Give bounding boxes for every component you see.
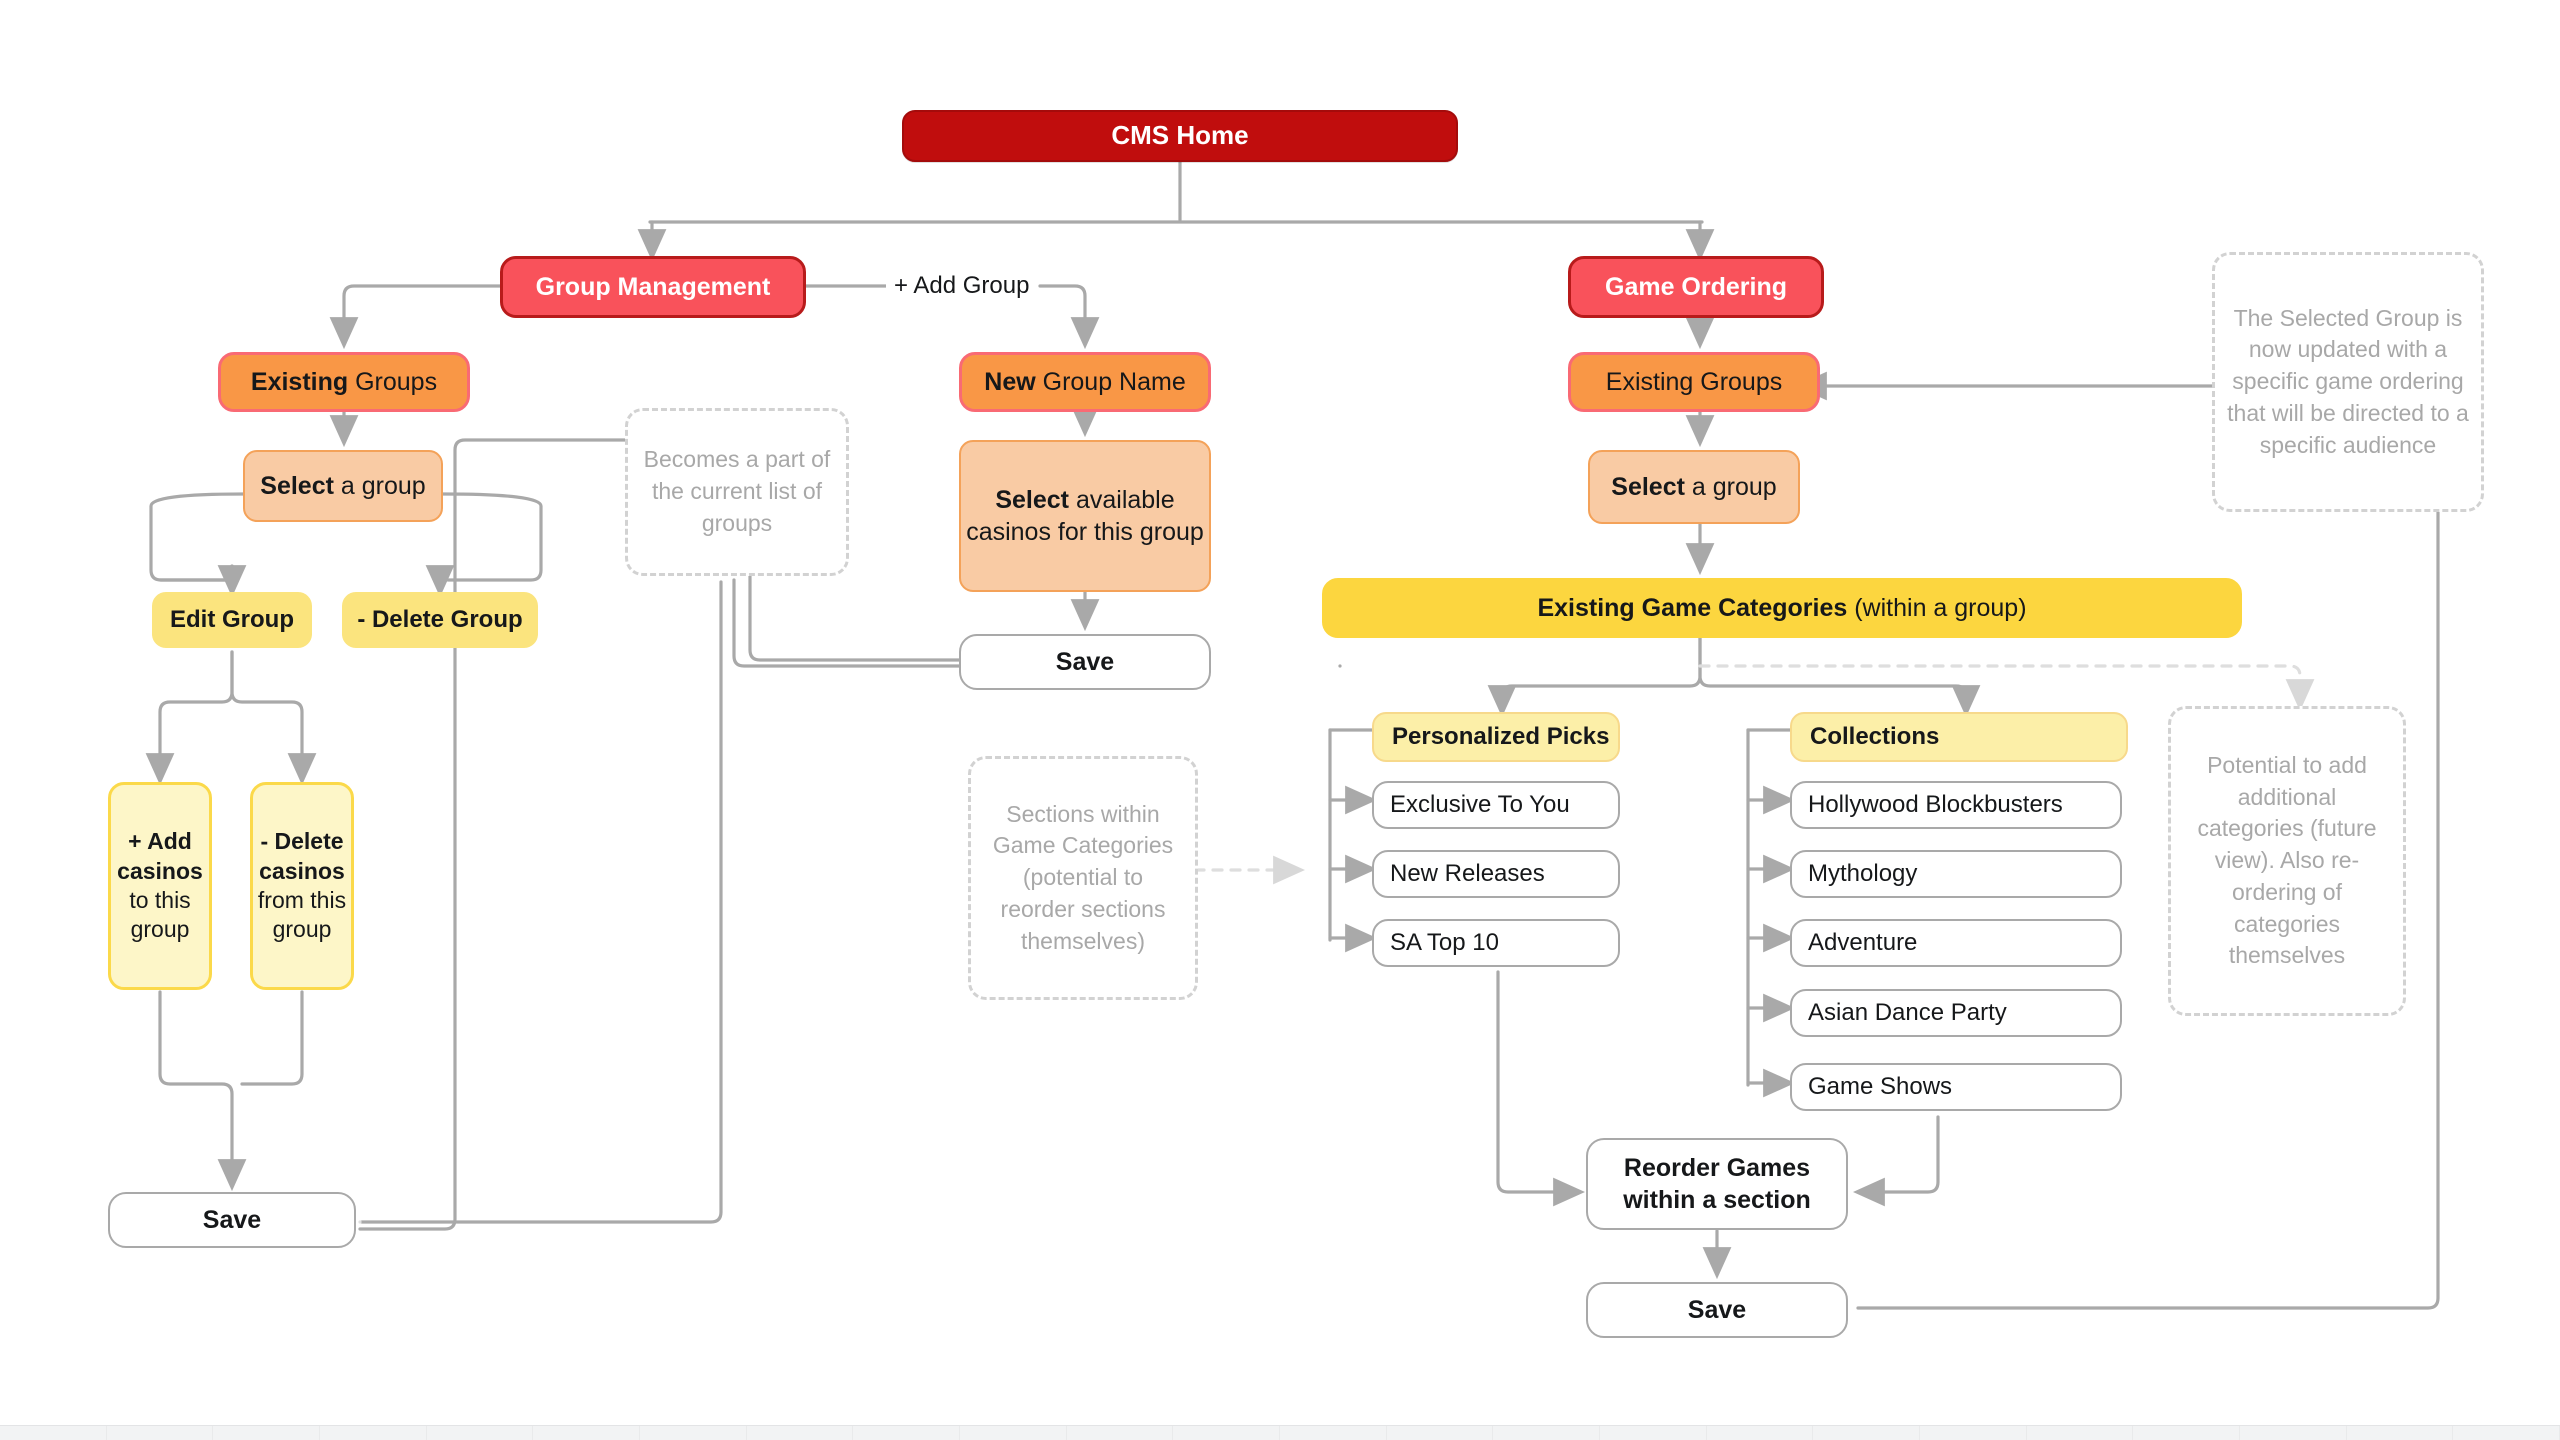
bottom-bar-segment bbox=[2027, 1426, 2134, 1440]
node-category-personalized-picks-label: Personalized Picks bbox=[1392, 722, 1610, 750]
node-save-new-group-label: Save bbox=[1055, 648, 1115, 676]
node-delete-group[interactable]: - Delete Group bbox=[342, 592, 538, 648]
bottom-bar-segment bbox=[1920, 1426, 2027, 1440]
note-sections-within-game-categories: Sections within Game Categories (potenti… bbox=[968, 756, 1198, 1000]
bottom-bar-segment bbox=[1387, 1426, 1494, 1440]
note-potential-additional-categories: Potential to add additional categories (… bbox=[2168, 706, 2406, 1016]
bottom-bar-segment bbox=[1813, 1426, 1921, 1440]
node-add-casinos[interactable]: + Add casinos to this group bbox=[108, 782, 212, 990]
node-save-new-group[interactable]: Save bbox=[959, 634, 1211, 690]
node-select-a-group-gm[interactable]: Select a group bbox=[243, 450, 443, 522]
node-delete-casinos-label: - Delete casinos from this group bbox=[257, 828, 347, 943]
note-sections-within-game-categories-text: Sections within Game Categories (potenti… bbox=[992, 800, 1174, 954]
node-section-adventure[interactable]: Adventure bbox=[1790, 919, 2122, 967]
node-section-adventure-label: Adventure bbox=[1808, 928, 1918, 956]
node-add-casinos-label: + Add casinos to this group bbox=[117, 828, 203, 943]
node-existing-game-categories[interactable]: Existing Game Categories (within a group… bbox=[1322, 578, 2242, 638]
node-delete-casinos[interactable]: - Delete casinos from this group bbox=[250, 782, 354, 990]
node-select-available-casinos[interactable]: Select available casinos for this group bbox=[959, 440, 1211, 592]
bottom-bar-segment bbox=[1173, 1426, 1281, 1440]
node-delete-group-label: - Delete Group bbox=[357, 605, 523, 633]
bottom-bar-segment bbox=[427, 1426, 534, 1440]
node-section-hollywood-blockbusters[interactable]: Hollywood Blockbusters bbox=[1790, 781, 2122, 829]
node-category-collections-label: Collections bbox=[1810, 722, 1940, 750]
bottom-bar-segment bbox=[1280, 1426, 1387, 1440]
node-section-game-shows-label: Game Shows bbox=[1808, 1072, 1953, 1100]
node-save-group-management[interactable]: Save bbox=[108, 1192, 356, 1248]
node-reorder-games[interactable]: Reorder Games within a section bbox=[1586, 1138, 1848, 1230]
bottom-bar-segment bbox=[213, 1426, 321, 1440]
bottom-bar-segment bbox=[2240, 1426, 2347, 1440]
node-existing-groups-go-label: Existing Groups bbox=[1605, 368, 1783, 396]
bottom-bar-segment bbox=[1493, 1426, 1601, 1440]
node-existing-groups-go[interactable]: Existing Groups bbox=[1568, 352, 1820, 412]
node-section-exclusive-to-you-label: Exclusive To You bbox=[1390, 790, 1570, 818]
note-becomes-part-of-groups: Becomes a part of the current list of gr… bbox=[625, 408, 849, 576]
bottom-bar-segment bbox=[2133, 1426, 2241, 1440]
node-category-personalized-picks[interactable]: Personalized Picks bbox=[1372, 712, 1620, 762]
node-section-game-shows[interactable]: Game Shows bbox=[1790, 1063, 2122, 1111]
bottom-bar-segment bbox=[320, 1426, 427, 1440]
node-existing-game-categories-label: Existing Game Categories (within a group… bbox=[1537, 594, 2027, 622]
node-select-a-group-go[interactable]: Select a group bbox=[1588, 450, 1800, 524]
bottom-bar-segment bbox=[853, 1426, 961, 1440]
edge-label-add-group: + Add Group bbox=[886, 272, 1038, 300]
node-existing-groups-gm[interactable]: Existing Groups bbox=[218, 352, 470, 412]
node-section-asian-dance-party[interactable]: Asian Dance Party bbox=[1790, 989, 2122, 1037]
node-section-sa-top-10-label: SA Top 10 bbox=[1390, 928, 1499, 956]
node-edit-group-label: Edit Group bbox=[170, 605, 294, 633]
node-select-available-casinos-label: Select available casinos for this group bbox=[966, 486, 1204, 546]
note-potential-additional-categories-text: Potential to add additional categories (… bbox=[2197, 751, 2377, 969]
note-becomes-part-of-groups-text: Becomes a part of the current list of gr… bbox=[643, 446, 831, 536]
node-existing-groups-gm-label: Existing Groups bbox=[250, 368, 438, 396]
bottom-bar-segment bbox=[960, 1426, 1067, 1440]
node-new-group-name-label: New Group Name bbox=[984, 368, 1186, 396]
node-section-new-releases-label: New Releases bbox=[1390, 859, 1545, 887]
bottom-bar-segment bbox=[2453, 1426, 2560, 1440]
node-game-ordering-label: Game Ordering bbox=[1605, 273, 1787, 301]
node-cms-home-label: CMS Home bbox=[1111, 120, 1249, 151]
node-group-management-label: Group Management bbox=[535, 273, 771, 301]
node-section-exclusive-to-you[interactable]: Exclusive To You bbox=[1372, 781, 1620, 829]
node-section-new-releases[interactable]: New Releases bbox=[1372, 850, 1620, 898]
bottom-bar-segment bbox=[1707, 1426, 1814, 1440]
node-save-group-management-label: Save bbox=[202, 1206, 262, 1234]
note-selected-group-updated-text: The Selected Group is now updated with a… bbox=[2227, 304, 2469, 458]
bottom-bar-segment bbox=[1600, 1426, 1707, 1440]
node-cms-home[interactable]: CMS Home bbox=[902, 110, 1458, 162]
bottom-bar-segment bbox=[107, 1426, 214, 1440]
node-save-game-ordering[interactable]: Save bbox=[1586, 1282, 1848, 1338]
node-category-collections[interactable]: Collections bbox=[1790, 712, 2128, 762]
bottom-bar-segment bbox=[747, 1426, 854, 1440]
bottom-bar-segment bbox=[0, 1426, 107, 1440]
note-selected-group-updated: The Selected Group is now updated with a… bbox=[2212, 252, 2484, 512]
node-section-asian-dance-party-label: Asian Dance Party bbox=[1808, 998, 2007, 1026]
node-group-management[interactable]: Group Management bbox=[500, 256, 806, 318]
node-save-game-ordering-label: Save bbox=[1687, 1296, 1747, 1324]
bottom-bar-segment bbox=[1067, 1426, 1174, 1440]
node-section-mythology[interactable]: Mythology bbox=[1790, 850, 2122, 898]
node-section-sa-top-10[interactable]: SA Top 10 bbox=[1372, 919, 1620, 967]
node-reorder-games-label: Reorder Games within a section bbox=[1623, 1154, 1811, 1214]
bottom-bar bbox=[0, 1425, 2560, 1440]
node-new-group-name[interactable]: New Group Name bbox=[959, 352, 1211, 412]
node-section-hollywood-blockbusters-label: Hollywood Blockbusters bbox=[1808, 790, 2063, 818]
bottom-bar-segment bbox=[2347, 1426, 2454, 1440]
node-section-mythology-label: Mythology bbox=[1808, 859, 1918, 887]
bottom-bar-segment bbox=[533, 1426, 641, 1440]
bottom-bar-segment bbox=[640, 1426, 747, 1440]
node-select-a-group-gm-label: Select a group bbox=[260, 472, 426, 500]
node-edit-group[interactable]: Edit Group bbox=[152, 592, 312, 648]
node-game-ordering[interactable]: Game Ordering bbox=[1568, 256, 1824, 318]
node-select-a-group-go-label: Select a group bbox=[1611, 473, 1777, 501]
